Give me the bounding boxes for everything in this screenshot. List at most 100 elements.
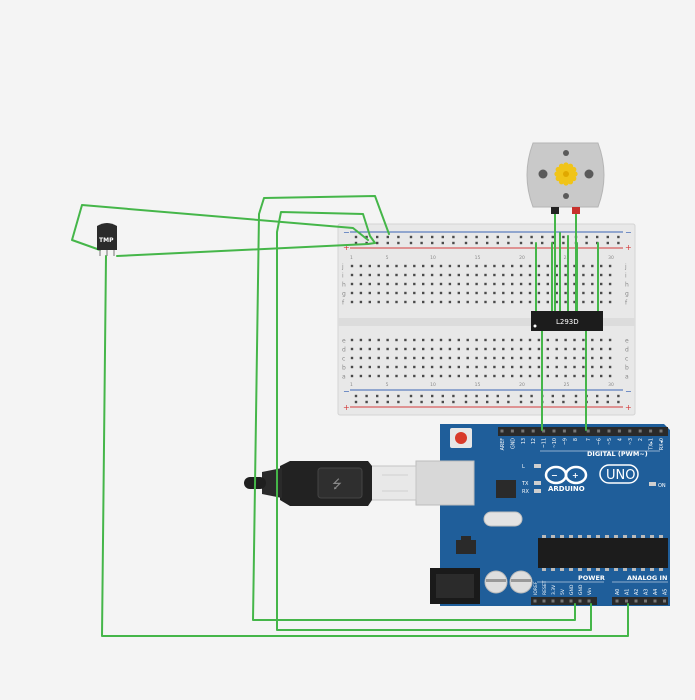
rail-hole[interactable] xyxy=(409,241,413,245)
breadboard-hole[interactable] xyxy=(368,291,371,295)
breadboard-hole[interactable] xyxy=(519,365,523,369)
breadboard-hole[interactable] xyxy=(528,338,532,342)
breadboard-hole[interactable] xyxy=(493,356,496,360)
breadboard-hole[interactable] xyxy=(519,347,523,351)
breadboard-hole[interactable] xyxy=(413,264,416,268)
breadboard-hole[interactable] xyxy=(582,300,585,304)
rail-hole[interactable] xyxy=(519,241,523,245)
breadboard-hole[interactable] xyxy=(546,300,549,304)
breadboard-hole[interactable] xyxy=(484,300,487,304)
breadboard-hole[interactable] xyxy=(608,347,612,351)
breadboard-hole[interactable] xyxy=(564,374,567,378)
breadboard-hole[interactable] xyxy=(377,347,380,351)
breadboard-hole[interactable] xyxy=(439,365,443,369)
breadboard-hole[interactable] xyxy=(600,374,603,378)
breadboard-hole[interactable] xyxy=(377,291,380,295)
breadboard-hole[interactable] xyxy=(511,282,514,286)
breadboard-hole[interactable] xyxy=(439,291,443,295)
breadboard-hole[interactable] xyxy=(573,365,576,369)
breadboard-hole[interactable] xyxy=(368,347,371,351)
breadboard-hole[interactable] xyxy=(377,365,380,369)
breadboard-hole[interactable] xyxy=(537,282,541,286)
breadboard-hole[interactable] xyxy=(582,356,585,360)
breadboard-hole[interactable] xyxy=(582,365,585,369)
breadboard-hole[interactable] xyxy=(395,273,398,277)
digital-pin[interactable] xyxy=(607,429,611,433)
rail-hole[interactable] xyxy=(409,400,413,404)
breadboard-hole[interactable] xyxy=(573,264,576,268)
rail-hole[interactable] xyxy=(496,235,499,239)
breadboard-hole[interactable] xyxy=(457,282,460,286)
breadboard-hole[interactable] xyxy=(395,300,398,304)
breadboard-hole[interactable] xyxy=(413,273,416,277)
breadboard-hole[interactable] xyxy=(519,264,523,268)
rail-hole[interactable] xyxy=(431,400,434,404)
rail-hole[interactable] xyxy=(486,235,489,239)
breadboard-hole[interactable] xyxy=(564,356,567,360)
breadboard-hole[interactable] xyxy=(511,338,514,342)
rail-hole[interactable] xyxy=(354,400,358,404)
breadboard-hole[interactable] xyxy=(350,264,354,268)
breadboard-hole[interactable] xyxy=(537,291,541,295)
breadboard-hole[interactable] xyxy=(475,282,478,286)
breadboard-hole[interactable] xyxy=(582,347,585,351)
breadboard-hole[interactable] xyxy=(555,300,558,304)
breadboard-hole[interactable] xyxy=(511,356,514,360)
digital-pin[interactable] xyxy=(500,429,504,433)
breadboard-hole[interactable] xyxy=(448,273,452,277)
rail-hole[interactable] xyxy=(431,235,434,239)
breadboard-hole[interactable] xyxy=(528,300,532,304)
breadboard-hole[interactable] xyxy=(600,273,603,277)
breadboard-hole[interactable] xyxy=(484,365,487,369)
breadboard-hole[interactable] xyxy=(404,273,407,277)
breadboard-hole[interactable] xyxy=(555,282,558,286)
breadboard-hole[interactable] xyxy=(422,264,425,268)
analog-pin[interactable] xyxy=(634,599,638,603)
rail-hole[interactable] xyxy=(585,235,588,239)
rail-hole[interactable] xyxy=(551,394,554,398)
breadboard-hole[interactable] xyxy=(484,291,487,295)
breadboard-hole[interactable] xyxy=(546,264,549,268)
rail-hole[interactable] xyxy=(551,235,554,239)
digital-header-pins[interactable] xyxy=(500,429,663,433)
breadboard-hole[interactable] xyxy=(395,365,398,369)
rail-hole[interactable] xyxy=(562,235,565,239)
rail-hole[interactable] xyxy=(574,400,578,404)
breadboard-hole[interactable] xyxy=(519,291,523,295)
rail-hole[interactable] xyxy=(354,235,358,239)
breadboard-hole[interactable] xyxy=(493,300,496,304)
breadboard-hole[interactable] xyxy=(457,365,460,369)
breadboard-hole[interactable] xyxy=(404,374,407,378)
breadboard-hole[interactable] xyxy=(475,273,478,277)
breadboard-hole[interactable] xyxy=(493,273,496,277)
breadboard-hole[interactable] xyxy=(395,347,398,351)
breadboard-hole[interactable] xyxy=(439,264,443,268)
breadboard-hole[interactable] xyxy=(475,300,478,304)
rail-hole[interactable] xyxy=(519,400,523,404)
breadboard-hole[interactable] xyxy=(350,356,354,360)
breadboard-hole[interactable] xyxy=(439,282,443,286)
breadboard-hole[interactable] xyxy=(386,282,389,286)
rail-hole[interactable] xyxy=(464,400,468,404)
breadboard-hole[interactable] xyxy=(422,291,425,295)
rail-hole[interactable] xyxy=(376,235,379,239)
breadboard-hole[interactable] xyxy=(573,300,576,304)
breadboard-hole[interactable] xyxy=(475,374,478,378)
breadboard-hole[interactable] xyxy=(457,347,460,351)
breadboard-hole[interactable] xyxy=(600,300,603,304)
breadboard-hole[interactable] xyxy=(608,338,612,342)
rail-hole[interactable] xyxy=(562,400,565,404)
rail-hole[interactable] xyxy=(496,394,499,398)
rail-hole[interactable] xyxy=(386,400,389,404)
breadboard-hole[interactable] xyxy=(457,300,460,304)
breadboard-hole[interactable] xyxy=(493,347,496,351)
digital-pin[interactable] xyxy=(510,429,514,433)
breadboard-hole[interactable] xyxy=(511,365,514,369)
breadboard-hole[interactable] xyxy=(439,356,443,360)
breadboard-hole[interactable] xyxy=(404,338,407,342)
rail-hole[interactable] xyxy=(530,400,533,404)
breadboard-hole[interactable] xyxy=(448,347,452,351)
breadboard-hole[interactable] xyxy=(519,273,523,277)
breadboard-hole[interactable] xyxy=(475,338,478,342)
breadboard-hole[interactable] xyxy=(511,273,514,277)
